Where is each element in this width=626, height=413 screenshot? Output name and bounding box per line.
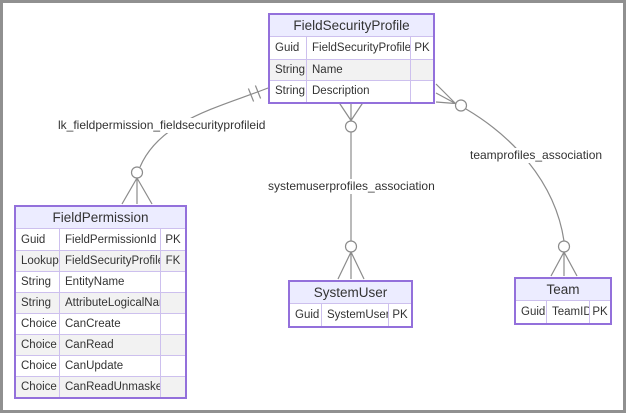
attr-name: FieldSecurityProfileId (306, 37, 410, 59)
zero-circle-icon (344, 120, 358, 133)
zero-circle-icon (557, 240, 571, 253)
attr-key: PK (589, 301, 610, 323)
attribute-row: String AttributeLogicalName (16, 292, 185, 313)
zero-circle-icon (454, 99, 468, 112)
attribute-row: String EntityName (16, 271, 185, 292)
relationship-line (465, 108, 565, 242)
entity-team: Team Guid TeamID PK (514, 277, 612, 325)
relationship-label-teamprofiles: teamprofiles_association (468, 148, 605, 163)
attr-name: EntityName (59, 272, 160, 292)
attribute-row: Guid FieldPermissionId PK (16, 229, 185, 250)
one-tick-icon (247, 88, 255, 102)
entity-systemuser: SystemUser Guid SystemUserId PK (288, 280, 413, 328)
attr-key: PK (388, 304, 411, 326)
attribute-row: Guid SystemUserId PK (290, 304, 411, 326)
attr-key: PK (410, 37, 433, 59)
zero-circle-icon (344, 240, 358, 253)
attribute-row: Choice CanRead (16, 334, 185, 355)
entity-title: Team (516, 279, 610, 301)
relationship-teamprofiles-association (435, 83, 578, 277)
attribute-row: String Description (270, 80, 433, 102)
attribute-row: Choice CanReadUnmasked (16, 376, 185, 397)
attr-key: FK (160, 251, 185, 271)
attr-type: Choice (21, 318, 57, 330)
attr-key (160, 314, 185, 334)
attr-type: String (275, 63, 306, 76)
crow-foot-icon (337, 251, 365, 280)
attr-key (160, 377, 185, 397)
attribute-row: Lookup FieldSecurityProfileId FK (16, 250, 185, 271)
attr-name: SystemUserId (321, 304, 388, 326)
attr-type: Guid (295, 308, 320, 321)
attribute-row: Choice CanUpdate (16, 355, 185, 376)
attr-name: FieldPermissionId (59, 229, 160, 250)
zero-circle-icon (130, 166, 144, 179)
entity-title: FieldSecurityProfile (270, 15, 433, 37)
entity-title: FieldPermission (16, 207, 185, 229)
attribute-row: Choice CanCreate (16, 313, 185, 334)
attr-type: String (21, 297, 52, 309)
attr-type: String (275, 85, 306, 98)
attribute-row: String Name (270, 58, 433, 80)
attr-type: Choice (21, 339, 57, 351)
attr-key (160, 356, 185, 376)
relationship-label-systemuserprofiles: systemuserprofiles_association (266, 179, 437, 194)
attribute-row: Guid TeamID PK (516, 301, 610, 323)
entity-title: SystemUser (290, 282, 411, 304)
attr-name: FieldSecurityProfileId (59, 251, 160, 271)
relationship-systemuserprofiles-association (337, 100, 365, 280)
attr-name: CanRead (59, 335, 160, 355)
attr-key (160, 293, 185, 313)
attr-type: Guid (275, 41, 300, 54)
attr-type: Choice (21, 381, 57, 393)
attr-key: PK (160, 229, 185, 250)
attr-name: CanUpdate (59, 356, 160, 376)
attr-type: Guid (21, 233, 46, 246)
one-tick-icon (254, 85, 262, 99)
crow-foot-icon (435, 83, 456, 105)
attr-type: String (21, 276, 52, 288)
crow-foot-icon (550, 251, 578, 277)
entity-fieldpermission: FieldPermission Guid FieldPermissionId P… (14, 205, 187, 399)
attr-name: Name (306, 59, 410, 80)
crow-foot-icon (121, 177, 153, 205)
relationship-lk-fieldpermission-fieldsecurityprofileid (121, 85, 269, 205)
attr-type: Guid (521, 305, 546, 318)
attr-name: CanReadUnmasked (59, 377, 160, 397)
attr-key (160, 335, 185, 355)
crow-foot-icon (337, 100, 365, 121)
relationship-label-lk-fieldpermission: lk_fieldpermission_fieldsecurityprofilei… (56, 118, 268, 133)
attr-name: CanCreate (59, 314, 160, 334)
attr-type: Lookup (21, 255, 59, 267)
attr-name: AttributeLogicalName (59, 293, 160, 313)
entity-fieldsecurityprofile: FieldSecurityProfile Guid FieldSecurityP… (268, 13, 435, 104)
attr-name: Description (306, 81, 410, 102)
attr-key (160, 272, 185, 292)
attr-name: TeamID (546, 301, 589, 323)
attr-key (410, 81, 433, 102)
attr-type: Choice (21, 360, 57, 372)
attr-key (410, 59, 433, 80)
attribute-row: Guid FieldSecurityProfileId PK (270, 37, 433, 59)
